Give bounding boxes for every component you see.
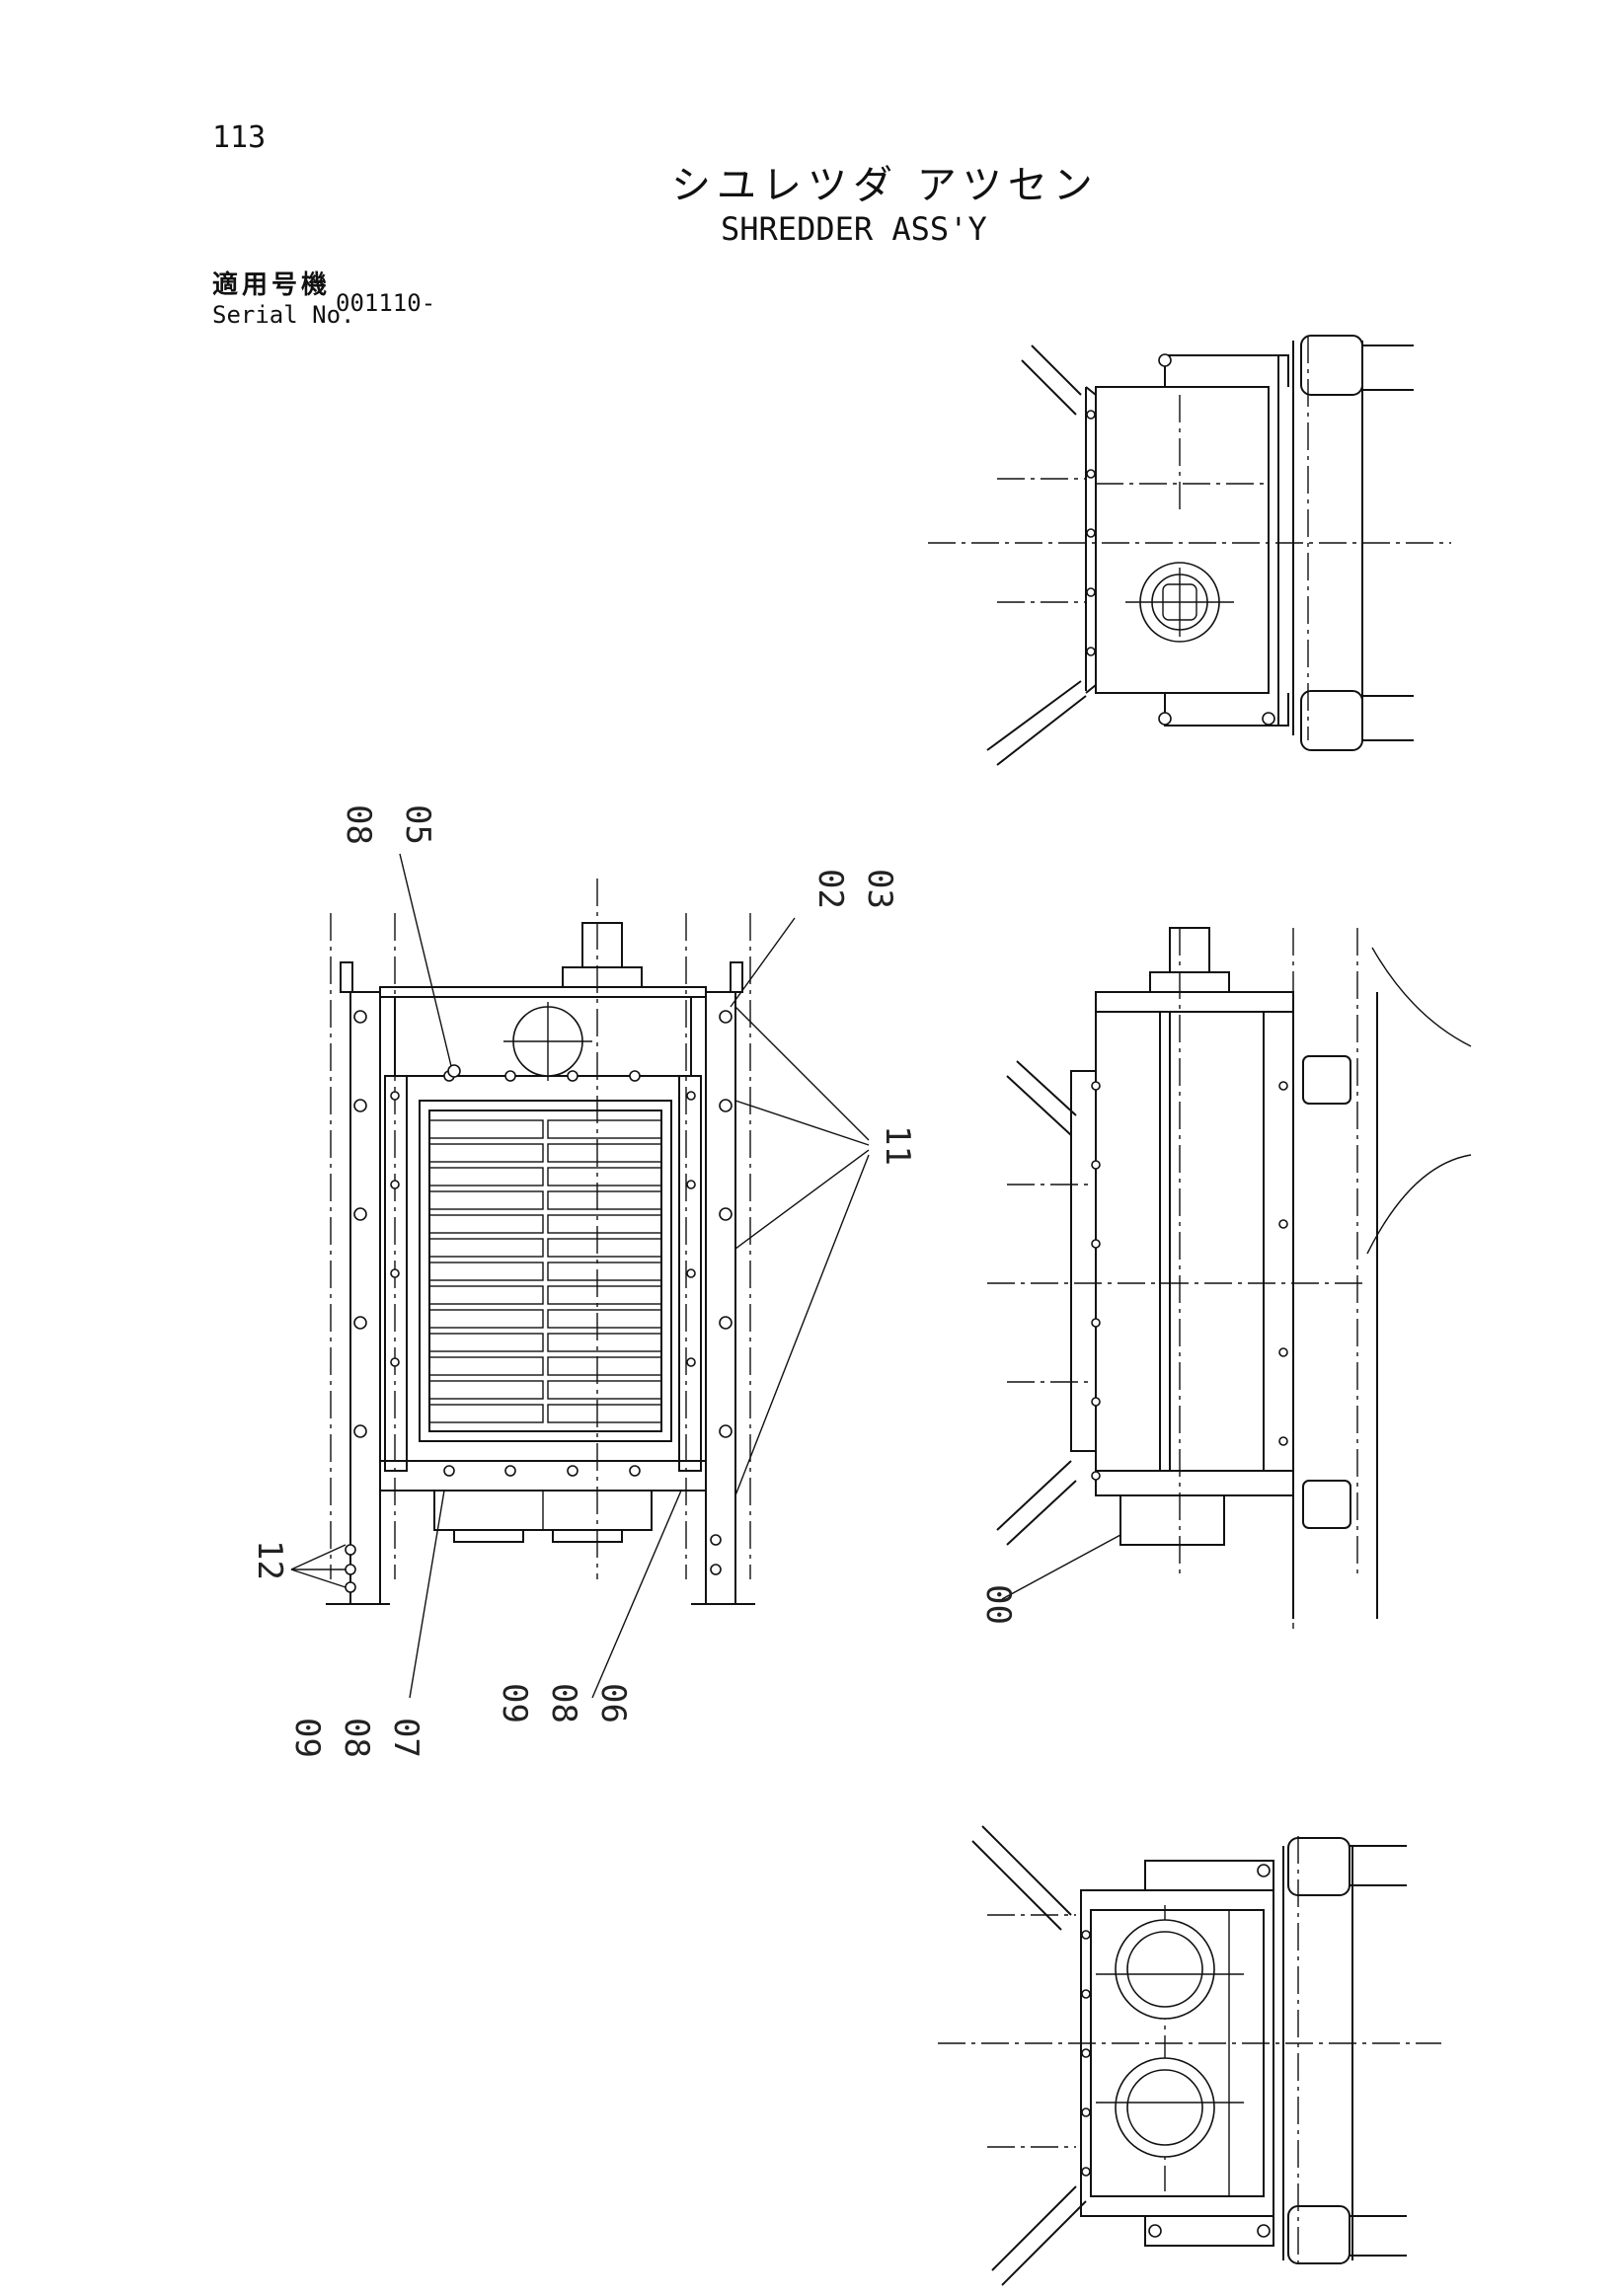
callout-090806-c: 06: [593, 1683, 633, 1723]
title-japanese: シユレツダ アツセン: [671, 163, 1099, 208]
callout-12: 12: [250, 1540, 289, 1580]
callout-090807-c: 07: [386, 1718, 425, 1758]
callout-0805-b: 05: [398, 804, 437, 845]
callout-0203-a: 02: [810, 869, 850, 909]
serial-label-japanese: 適用号機: [212, 270, 332, 300]
serial-label-english: Serial No.: [212, 301, 355, 329]
front-view: [326, 879, 755, 1605]
callout-090807-b: 08: [337, 1718, 376, 1758]
callout-leaders: [290, 853, 1121, 1699]
callout-0203-b: 03: [860, 869, 899, 909]
serial-number-value: 001110-: [336, 289, 436, 317]
callout-0805-a: 08: [339, 804, 378, 845]
bottom-view: [938, 1825, 1441, 2286]
side-view: [987, 927, 1472, 1629]
top-view: [928, 335, 1451, 766]
callout-00: 00: [978, 1584, 1018, 1625]
title-english: SHREDDER ASS'Y: [721, 210, 987, 248]
callout-090807-a: 09: [287, 1718, 327, 1758]
page-number: 113: [212, 120, 267, 155]
cutter-blades: [428, 1119, 662, 1423]
callout-labels: 08 05 02 03 11 12 09 08 07 09 08 06 00: [250, 804, 1018, 1758]
callout-090806-a: 09: [495, 1683, 534, 1723]
callout-090806-b: 08: [544, 1683, 583, 1723]
callout-11: 11: [878, 1125, 917, 1166]
